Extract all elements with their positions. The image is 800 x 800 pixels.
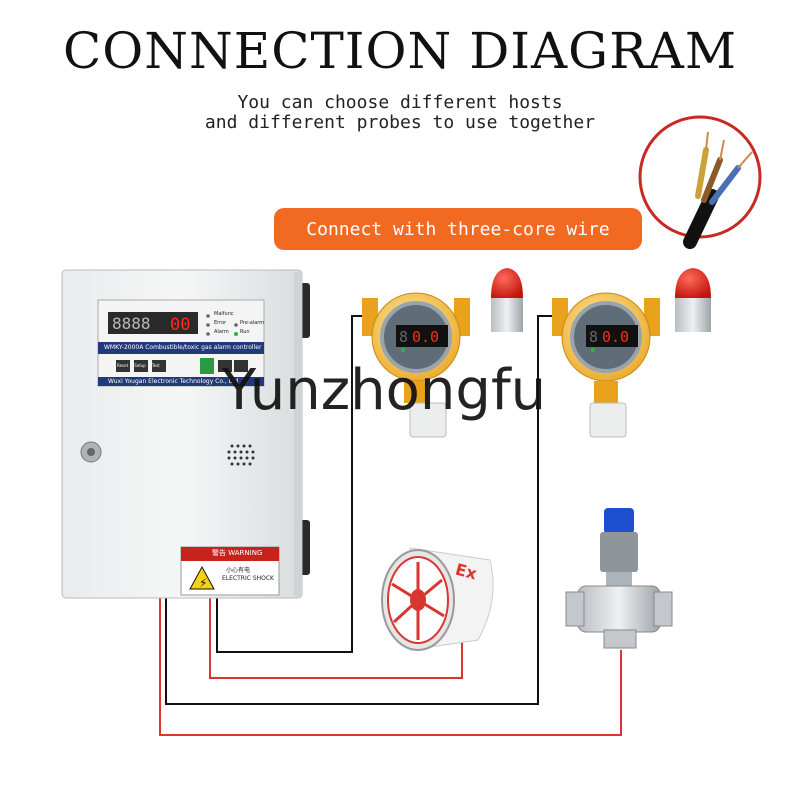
gas-detector-2: 8 0.0 (552, 268, 711, 438)
test-button: Test (151, 363, 160, 368)
gas-detector-1: 8 0.0 (362, 268, 523, 438)
reset-button: Reset (117, 363, 129, 368)
svg-text:8888: 8888 (112, 314, 151, 333)
wiring (159, 315, 622, 736)
status-label-pre-alarm: Pre-alarm (240, 320, 265, 326)
controller-display-value: 00 (170, 315, 190, 335)
detector-1-display-value: 0.0 (412, 328, 439, 346)
three-core-wire-badge: Connect with three-core wire (274, 208, 642, 250)
warning-title: 警告 WARNING (212, 549, 263, 557)
svg-text:8: 8 (399, 328, 408, 346)
diagram-title: CONNECTION DIAGRAM (62, 22, 738, 80)
solenoid-valve (565, 508, 673, 649)
controller-maker-label: Wuxi Yougan Electronic Technology Co., L… (108, 378, 239, 385)
alarm-controller-cabinet: 8888 00 ⚡ (61, 269, 310, 599)
status-label-error: Error (214, 320, 227, 326)
subtitle-line-1: You can choose different hosts (237, 92, 563, 113)
controller-status-labels-right: Pre-alarm Run (240, 319, 264, 337)
warning-en-text: ELECTRIC SHOCK (222, 575, 274, 582)
watermark: Yunzhongfu (222, 358, 547, 423)
controller-model-label: WMKY-2000A Combustible/toxic gas alarm c… (104, 344, 262, 351)
status-label-run: Run (240, 329, 250, 335)
controller-buttons: Reset Setup Test (117, 363, 167, 368)
svg-text:8: 8 (589, 328, 598, 346)
setup-button: Setup (134, 363, 146, 368)
controller-status-labels: Malfunc Error Alarm (214, 310, 234, 337)
explosion-proof-fan: Ex (381, 547, 494, 651)
status-label-alarm: Alarm (214, 329, 229, 335)
three-core-cable-inset (638, 115, 762, 249)
status-label-malfunc: Malfunc (214, 311, 234, 317)
svg-text:⚡: ⚡ (199, 576, 207, 590)
detector-2-display-value: 0.0 (602, 328, 629, 346)
subtitle-line-2: and different probes to use together (204, 112, 596, 133)
warning-cn-text: 小心有电 (226, 567, 251, 574)
